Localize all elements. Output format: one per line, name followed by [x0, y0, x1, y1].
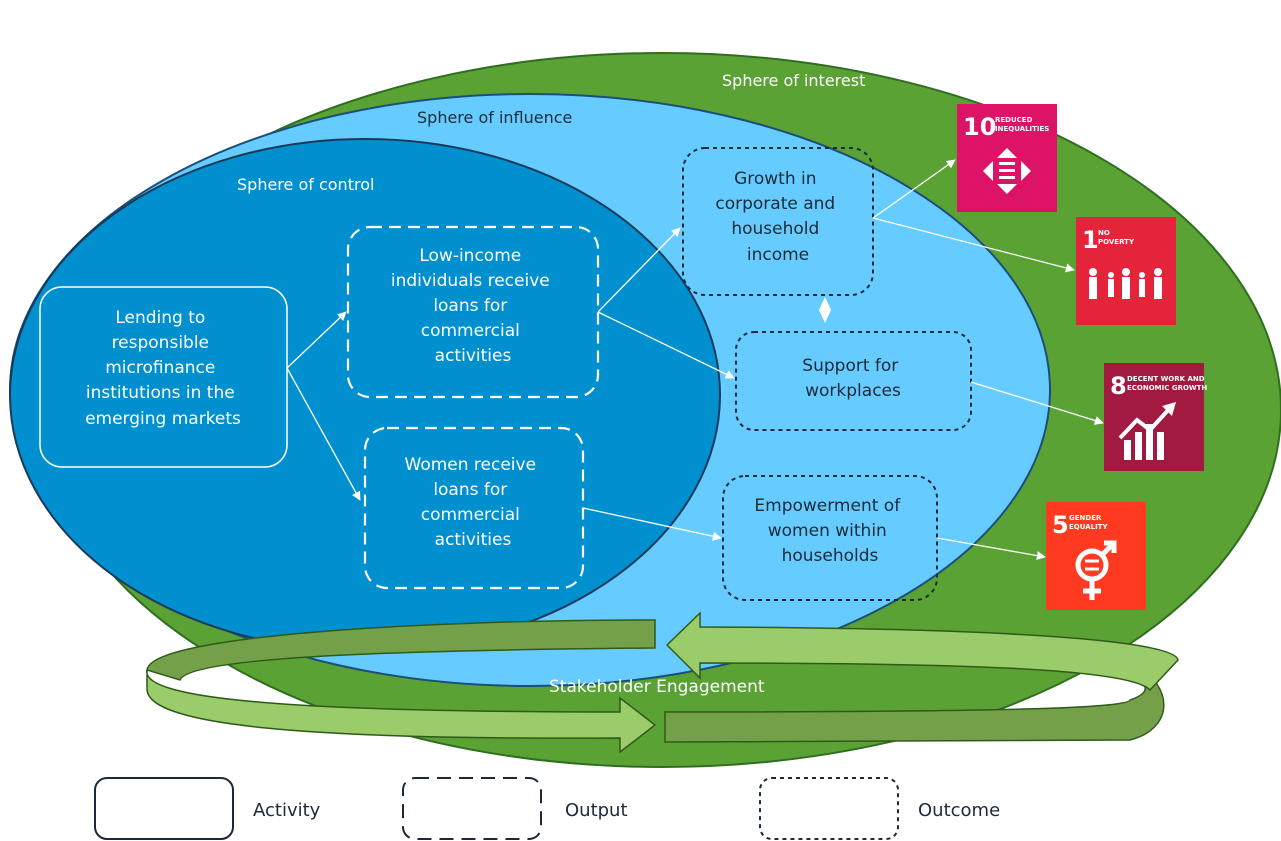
outcome-text-growth: Growth in corporate and household income	[715, 169, 840, 265]
legend-activity-box	[94, 777, 234, 840]
output-text-low-income: Low-income individuals receive loans for…	[391, 246, 555, 366]
arrow-growth-to-sdg10	[872, 159, 956, 219]
arrow-output2-to-empowerment	[582, 507, 722, 541]
outcome-text-workplaces: Support for workplaces	[802, 356, 903, 401]
svg-text:GENDER: GENDER	[1069, 514, 1102, 522]
legend-activity-label: Activity	[253, 800, 321, 821]
sphere-of-influence-label: Sphere of influence	[417, 108, 572, 127]
sdg-8-tile: 8 DECENT WORK AND ECONOMIC GROWTH	[1104, 363, 1207, 471]
no-poverty-icon	[1089, 268, 1162, 299]
output-box-low-income	[346, 225, 600, 399]
loop-top-band	[146, 619, 656, 681]
arrow-activity-to-output2	[286, 367, 361, 501]
svg-text:1: 1	[1082, 226, 1099, 254]
legend-outcome-box	[759, 777, 899, 840]
arrow-workplaces-to-sdg8	[970, 381, 1104, 425]
stakeholder-engagement-loop: Stakeholder Engagement	[146, 611, 1179, 754]
arrow-output1-to-growth	[597, 227, 681, 313]
outcome-box-growth	[682, 147, 874, 296]
activity-text: Lending to responsible microfinance inst…	[85, 308, 241, 429]
svg-text:DECENT WORK AND: DECENT WORK AND	[1127, 375, 1205, 383]
svg-text:8: 8	[1110, 372, 1127, 400]
svg-text:ECONOMIC GROWTH: ECONOMIC GROWTH	[1127, 384, 1207, 392]
svg-text:REDUCED: REDUCED	[995, 116, 1033, 124]
svg-text:INEQUALITIES: INEQUALITIES	[995, 125, 1049, 133]
legend: Activity Output Outcome	[94, 777, 1000, 840]
loop-bottom-arrow	[146, 669, 657, 754]
outcome-box-empowerment	[722, 475, 938, 601]
loop-left-arrow	[665, 611, 1179, 692]
arrow-empowerment-to-sdg5	[936, 537, 1046, 561]
svg-text:POVERTY: POVERTY	[1098, 238, 1135, 246]
arrow-output1-to-workplaces	[597, 311, 735, 379]
svg-text:10: 10	[963, 113, 996, 141]
sdg-5-tile: 5 GENDER EQUALITY	[1046, 502, 1146, 610]
legend-output-box	[402, 777, 542, 840]
sdg-10-tile: 10 REDUCED INEQUALITIES	[957, 104, 1057, 212]
svg-text:NO: NO	[1098, 229, 1110, 237]
stakeholder-engagement-label: Stakeholder Engagement	[549, 677, 765, 697]
outcome-text-empowerment: Empowerment of women within households	[754, 496, 905, 566]
legend-output-label: Output	[565, 800, 628, 821]
svg-text:EQUALITY: EQUALITY	[1069, 523, 1108, 531]
outcome-box-workplaces	[735, 331, 972, 431]
sphere-of-control-label: Sphere of control	[237, 175, 374, 194]
reduced-inequalities-icon	[983, 148, 1031, 194]
activity-box	[39, 286, 288, 468]
legend-outcome-label: Outcome	[918, 800, 1000, 821]
link-growth-workplaces	[819, 297, 831, 323]
arrow-activity-to-output1	[286, 311, 347, 369]
output-text-women: Women receive loans for commercial activ…	[405, 455, 542, 550]
svg-text:5: 5	[1052, 511, 1069, 539]
sdg-1-tile: 1 NO POVERTY	[1076, 217, 1176, 325]
connector-arrows	[286, 159, 1104, 561]
gender-equality-icon	[1075, 540, 1117, 600]
arrow-growth-to-sdg1	[872, 217, 1075, 273]
economic-growth-icon	[1118, 402, 1176, 460]
sphere-of-interest-label: Sphere of interest	[722, 71, 865, 90]
